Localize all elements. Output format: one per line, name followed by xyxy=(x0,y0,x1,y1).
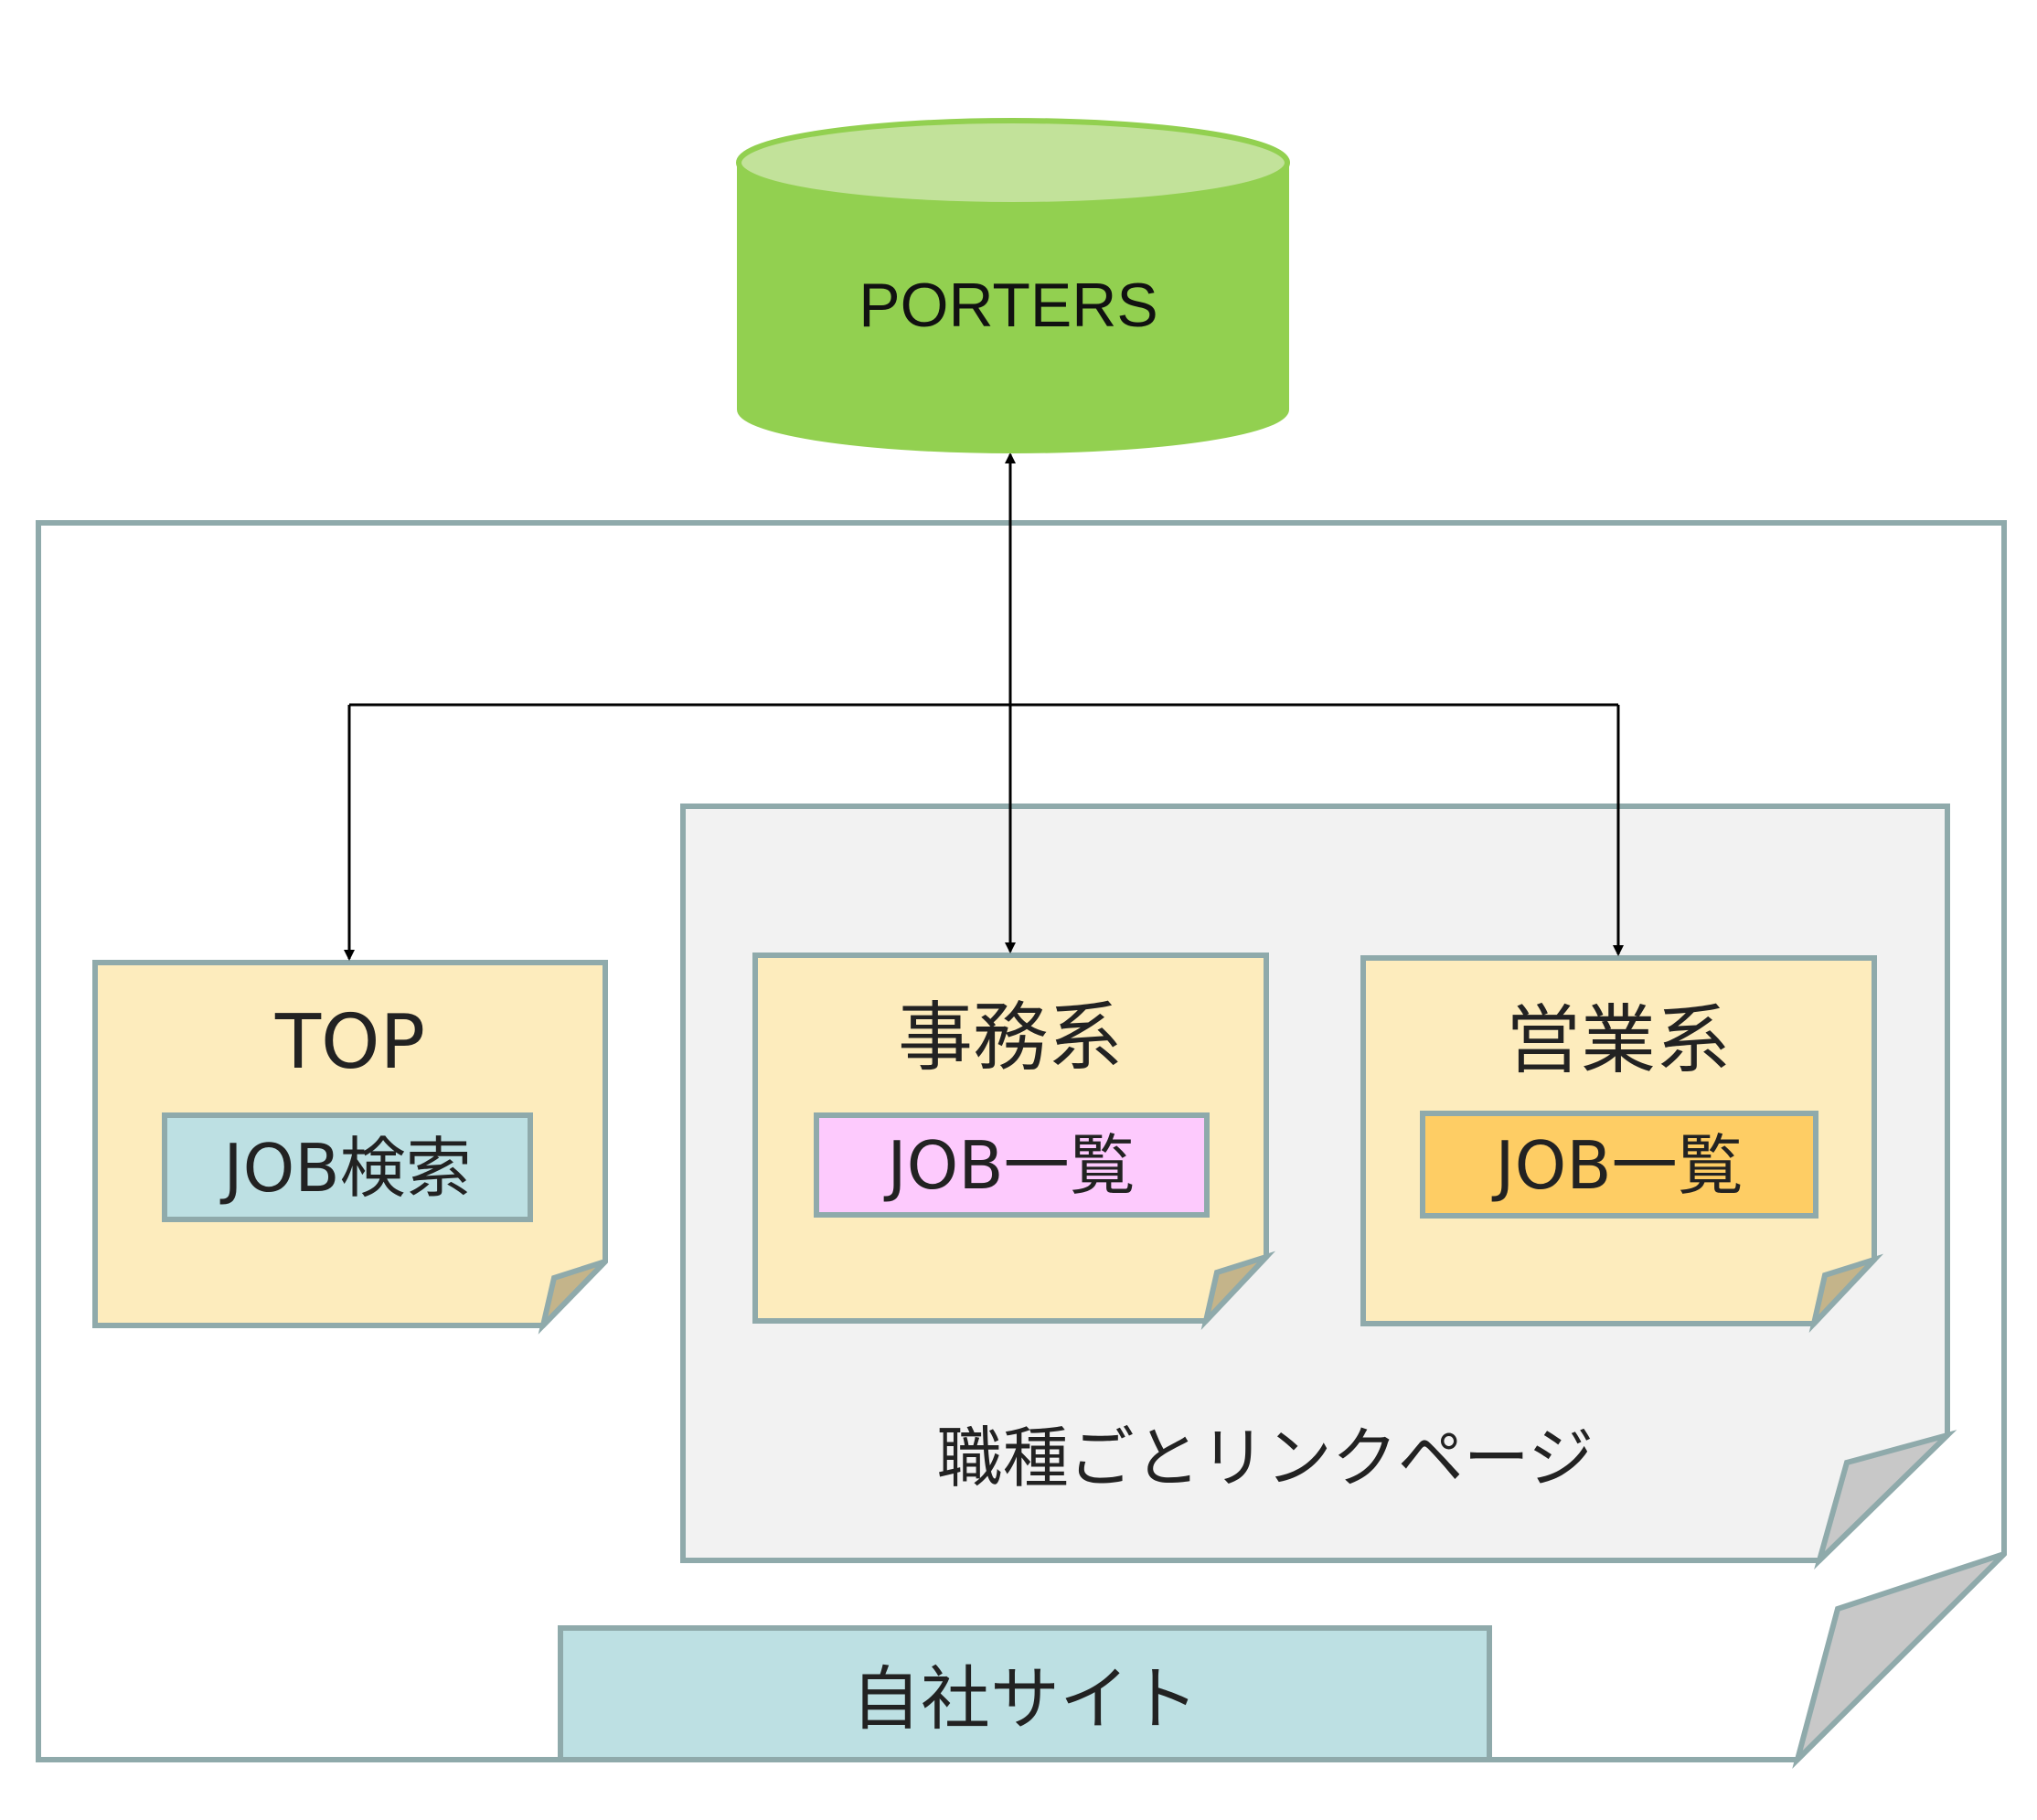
job-list-sales-component xyxy=(1420,1111,1818,1219)
porters-database: PORTERS xyxy=(736,118,1290,453)
page-top-title: TOP xyxy=(274,999,425,1086)
database-top-ellipse xyxy=(736,118,1290,208)
database-label: PORTERS xyxy=(859,271,1157,340)
page-sales-title: 営業系 xyxy=(1506,997,1731,1084)
connector-arrows xyxy=(344,452,1624,961)
job-search-component xyxy=(162,1112,533,1222)
page-top: TOP JOB検索 xyxy=(92,960,608,1335)
page-office: 事務系 JOB一覧 xyxy=(752,953,1276,1331)
job-list-sales-label: JOB一覧 xyxy=(1491,1127,1743,1204)
job-search-label: JOB検索 xyxy=(219,1130,471,1207)
job-list-office-component xyxy=(814,1112,1210,1218)
own-site-label: 自社サイト xyxy=(851,1658,1199,1740)
page-office-title: 事務系 xyxy=(898,995,1123,1081)
link-pages-group-label: 職種ごとリンクページ xyxy=(937,1420,1594,1496)
page-sales: 営業系 JOB一覧 xyxy=(1360,955,1884,1334)
own-site-label-box: 自社サイト xyxy=(558,1625,1492,1762)
job-list-office-label: JOB一覧 xyxy=(883,1127,1135,1204)
